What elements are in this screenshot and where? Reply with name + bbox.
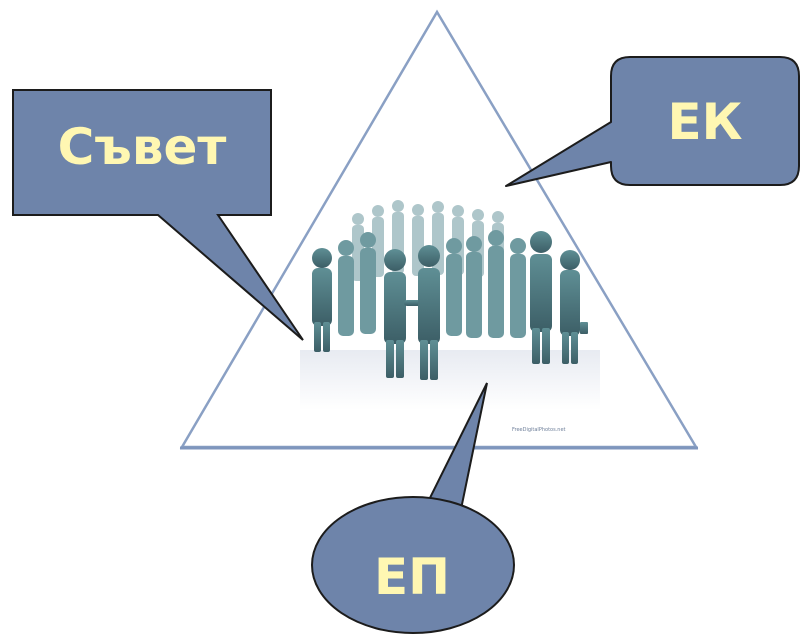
commission-callout: ЕК	[505, 56, 800, 187]
council-callout: Съвет	[12, 89, 304, 341]
person-left-figure	[312, 248, 332, 352]
person-handshake-left-figure	[384, 249, 424, 378]
parliament-callout: ЕП	[311, 382, 515, 634]
person-far-right-figure	[560, 250, 588, 364]
person-handshake-right-figure	[418, 245, 440, 380]
business-people-image: FreeDigitalPhotos.net	[300, 200, 600, 433]
council-label: Съвет	[58, 118, 227, 176]
image-watermark: FreeDigitalPhotos.net	[512, 427, 566, 433]
commission-label: ЕК	[667, 93, 742, 151]
parliament-label: ЕП	[374, 548, 450, 606]
person-right-figure	[530, 231, 552, 364]
